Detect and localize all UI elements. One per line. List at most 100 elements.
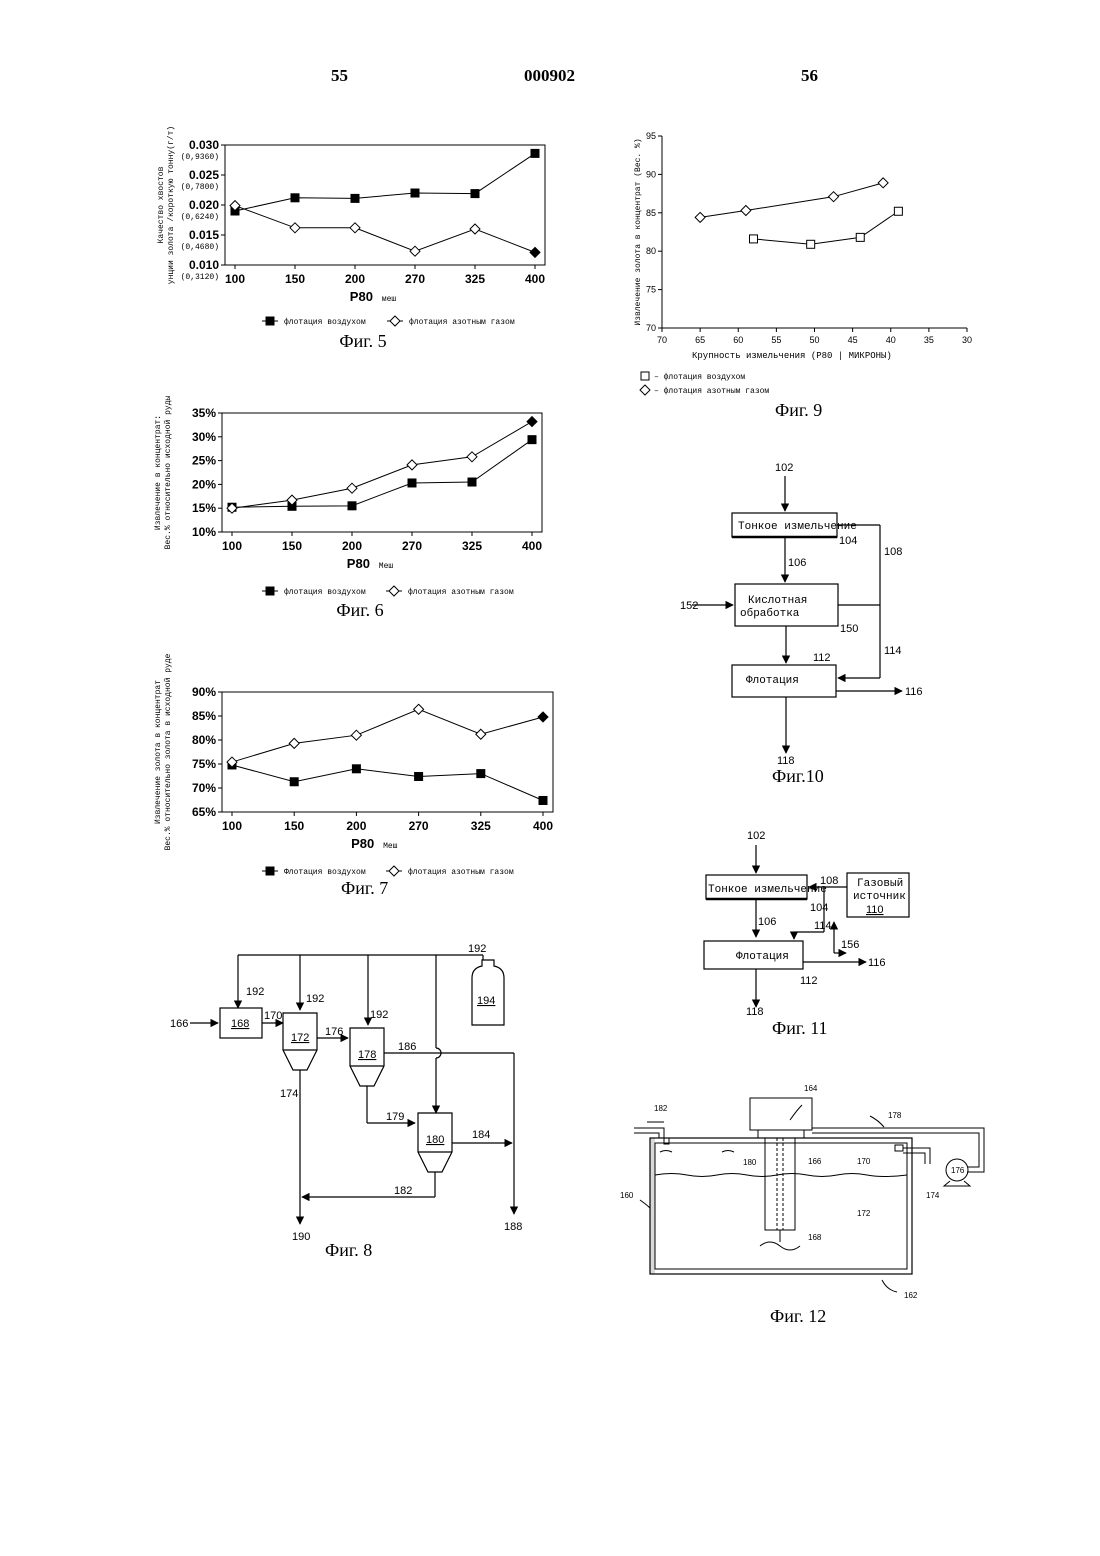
- plot-frame: [225, 145, 545, 265]
- data-point-diamond: [289, 738, 299, 748]
- series-line-2: [232, 709, 543, 762]
- label-106: 106: [788, 557, 806, 569]
- label-160: 160: [620, 1191, 634, 1200]
- label-164: 164: [804, 1084, 818, 1093]
- data-point-diamond: [530, 247, 540, 257]
- data-point-square: [415, 772, 423, 780]
- data-point-square: [351, 194, 359, 202]
- data-point-square: [290, 778, 298, 786]
- x-axis-unit: Меш: [379, 562, 394, 571]
- y-tick-label: 70%: [192, 781, 216, 795]
- label-174: 174: [280, 1088, 298, 1100]
- gas-source-number: 110: [866, 904, 884, 916]
- plot-frame: [222, 692, 553, 812]
- label-178: 178: [888, 1111, 902, 1120]
- gas-source-label-1: Газовый: [857, 878, 903, 890]
- label-112: 112: [813, 652, 831, 664]
- grind-box-label: Тонкое измельчение: [708, 884, 827, 896]
- y-tick-label: 35%: [192, 406, 216, 420]
- gas-source-label-2: источник: [853, 891, 906, 903]
- label-104: 104: [839, 535, 857, 547]
- series-line-2: [700, 183, 883, 218]
- x-tick-label: 270: [402, 539, 422, 553]
- data-point-square: [750, 235, 758, 243]
- y-axis-label: Качество хвостов: [157, 166, 166, 243]
- y-tick-label: 95: [646, 131, 656, 141]
- data-point-diamond: [476, 729, 486, 739]
- data-point-diamond: [350, 223, 360, 233]
- y-tick-label: 85: [646, 208, 656, 218]
- x-tick-label: 50: [809, 335, 819, 345]
- series-line-2: [235, 206, 535, 253]
- data-point-diamond: [407, 460, 417, 470]
- data-point-square: [348, 502, 356, 510]
- label-178: 178: [358, 1049, 376, 1061]
- figure-7-chart: 65%70%75%80%85%90%100150200270325400P80М…: [150, 670, 570, 905]
- data-point-square: [528, 436, 536, 444]
- y-tick-label-secondary: (0,9360): [181, 153, 219, 162]
- label-108: 108: [820, 875, 838, 887]
- label-152: 152: [680, 600, 698, 612]
- data-point-square: [408, 479, 416, 487]
- series-line-1: [232, 765, 543, 801]
- y-axis-label-secondary: унции золота /короткую тонну(г/т): [167, 126, 176, 284]
- figure-caption: Фиг. 6: [336, 600, 383, 620]
- legend-marker-square: [266, 587, 274, 595]
- x-tick-label: 200: [342, 539, 362, 553]
- label-114: 114: [814, 920, 832, 932]
- y-tick-label: 25%: [192, 454, 216, 468]
- y-axis-label: Извлечение золота в концентрат: [154, 680, 163, 824]
- x-tick-label: 55: [771, 335, 781, 345]
- data-point-diamond: [414, 704, 424, 714]
- data-point-diamond: [878, 178, 888, 188]
- data-point-diamond: [695, 212, 705, 222]
- page-number-left: 55: [331, 66, 348, 86]
- data-point-diamond: [410, 246, 420, 256]
- label-192-d: 192: [370, 1009, 388, 1021]
- y-tick-label: 85%: [192, 709, 216, 723]
- y-tick-label-secondary: (0,4680): [181, 243, 219, 252]
- label-170: 170: [857, 1157, 871, 1166]
- label-166: 166: [808, 1157, 822, 1166]
- y-tick-label: 0.020: [189, 198, 219, 212]
- data-point-square: [894, 207, 902, 215]
- legend-label: – флотация азотным газом: [654, 387, 769, 396]
- legend-marker-square: [641, 372, 649, 380]
- y-tick-label: 15%: [192, 501, 216, 515]
- figure-caption: Фиг. 9: [775, 400, 822, 420]
- label-114: 114: [884, 645, 902, 657]
- label-102: 102: [747, 830, 765, 842]
- data-point-square: [471, 190, 479, 198]
- label-116: 116: [905, 686, 923, 698]
- x-tick-label: 150: [284, 819, 304, 833]
- label-168: 168: [231, 1018, 249, 1030]
- y-tick-label: 75%: [192, 757, 216, 771]
- label-112: 112: [800, 975, 818, 987]
- label-190: 190: [292, 1231, 310, 1243]
- legend-marker-diamond: [389, 866, 399, 876]
- series-line-1: [754, 211, 899, 244]
- label-192-a: 192: [468, 943, 486, 955]
- x-tick-label: 270: [409, 819, 429, 833]
- figure-caption: Фиг. 7: [341, 878, 388, 898]
- data-point-square: [807, 240, 815, 248]
- y-tick-label: 75: [646, 285, 656, 295]
- x-tick-label: 35: [924, 335, 934, 345]
- label-104: 104: [810, 902, 828, 914]
- legend-marker-diamond: [389, 586, 399, 596]
- x-tick-label: 150: [285, 272, 305, 286]
- label-174: 174: [926, 1191, 940, 1200]
- legend-marker-square: [266, 867, 274, 875]
- y-axis-label-secondary: Вес.% относительно исходной руды: [164, 395, 173, 549]
- x-tick-label: 40: [886, 335, 896, 345]
- plot-frame: [222, 413, 542, 532]
- x-tick-label: 200: [345, 272, 365, 286]
- label-156: 156: [841, 939, 859, 951]
- legend-label: Флотация воздухом: [284, 868, 366, 877]
- data-point-diamond: [290, 223, 300, 233]
- y-tick-label-secondary: (0,3120): [181, 273, 219, 282]
- label-194: 194: [477, 995, 495, 1007]
- data-point-diamond: [829, 192, 839, 202]
- x-tick-label: 100: [222, 819, 242, 833]
- x-tick-label: 325: [471, 819, 491, 833]
